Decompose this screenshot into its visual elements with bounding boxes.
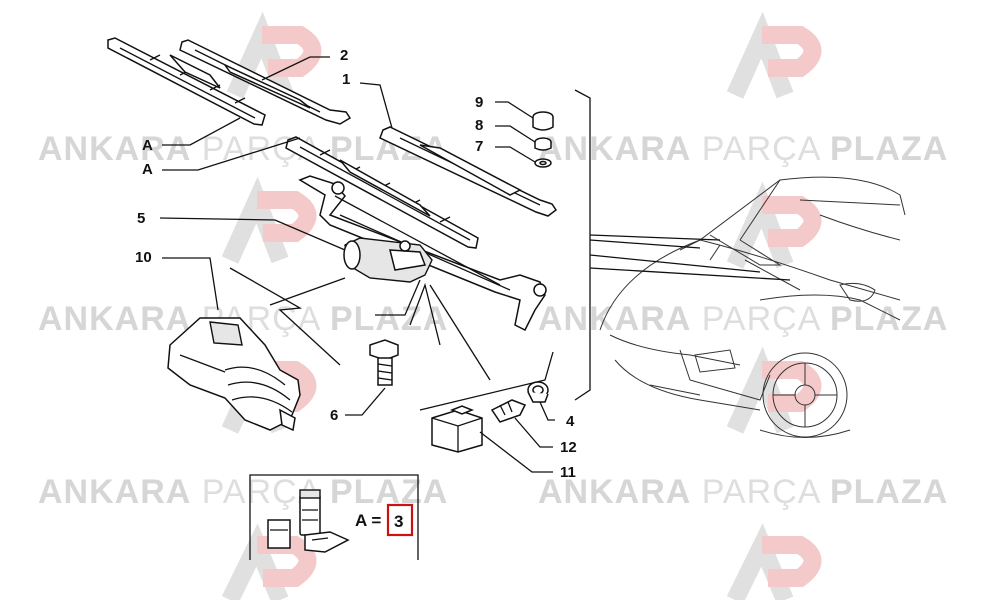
watermark-row-2-left: ANKARA PARÇA PLAZA: [38, 300, 448, 338]
watermark-row-1-right: ANKARA PARÇA PLAZA: [538, 130, 948, 168]
watermark-logo-low-right: [726, 346, 822, 434]
svg-text:ANKARA PARÇA PLAZA: ANKARA PARÇA PLAZA: [38, 473, 448, 511]
watermark-row-1-left: ANKARA PARÇA PLAZA: [38, 130, 448, 168]
watermark-logo-bottom-left: [221, 523, 317, 600]
watermark-logo-mid-left: [221, 176, 317, 264]
leader-lines: [159, 56, 555, 473]
packet-icon-right: [304, 531, 350, 553]
callout-11: 11: [560, 464, 576, 481]
wiper-blade-lower: [285, 136, 479, 249]
svg-text:ANKARA PARÇA PLAZA: ANKARA PARÇA PLAZA: [538, 130, 948, 168]
inset-label: A =: [355, 511, 381, 530]
watermark-logo-top-right: [726, 11, 822, 99]
quantity-inset: A = 3: [249, 474, 419, 560]
callout-10: 10: [135, 249, 152, 266]
callout-12: 12: [560, 439, 577, 456]
car-illustration: [599, 176, 906, 438]
cap-9: [532, 111, 554, 131]
bolt-6: [369, 339, 399, 386]
callout-4: 4: [566, 413, 575, 430]
watermark-logo-mid-right: [726, 181, 822, 269]
motor-cover-10: [167, 317, 301, 432]
callout-7: 7: [475, 138, 483, 155]
watermark-logo-bottom-right: [726, 523, 822, 600]
wiper-blade-upper: [107, 37, 266, 126]
callout-2: 2: [340, 47, 348, 64]
washer-7: [534, 158, 552, 168]
callout-9: 9: [475, 94, 483, 111]
watermark-row-3-right: ANKARA PARÇA PLAZA: [538, 473, 948, 511]
packet-icon-left: [267, 519, 291, 549]
terminal-12: [490, 399, 527, 423]
nut-8: [534, 137, 552, 151]
wiper-arm-2: [179, 39, 352, 125]
callout-5: 5: [137, 210, 145, 227]
callout-a-upper: A: [142, 137, 153, 154]
grommet-4: [527, 381, 549, 403]
svg-text:ANKARA PARÇA PLAZA: ANKARA PARÇA PLAZA: [38, 300, 448, 338]
watermark-row-2-right: ANKARA PARÇA PLAZA: [538, 300, 948, 338]
wiper-motor: [343, 237, 433, 283]
callout-a-lower: A: [142, 161, 153, 178]
callout-1: 1: [342, 71, 350, 88]
callout-8: 8: [475, 117, 483, 134]
svg-text:ANKARA PARÇA PLAZA: ANKARA PARÇA PLAZA: [38, 130, 448, 168]
car-bracket: [574, 89, 791, 401]
svg-text:ANKARA PARÇA PLAZA: ANKARA PARÇA PLAZA: [538, 473, 948, 511]
quantity-highlight-box: [386, 503, 414, 537]
inset-quantity: 3: [394, 512, 403, 531]
watermark-row-3-left: ANKARA PARÇA PLAZA: [38, 473, 448, 511]
callout-6: 6: [330, 407, 338, 424]
svg-text:ANKARA PARÇA PLAZA: ANKARA PARÇA PLAZA: [538, 300, 948, 338]
connector-11: [431, 405, 483, 453]
wiper-arm-1: [379, 126, 558, 217]
grease-tube-icon: [299, 489, 321, 536]
